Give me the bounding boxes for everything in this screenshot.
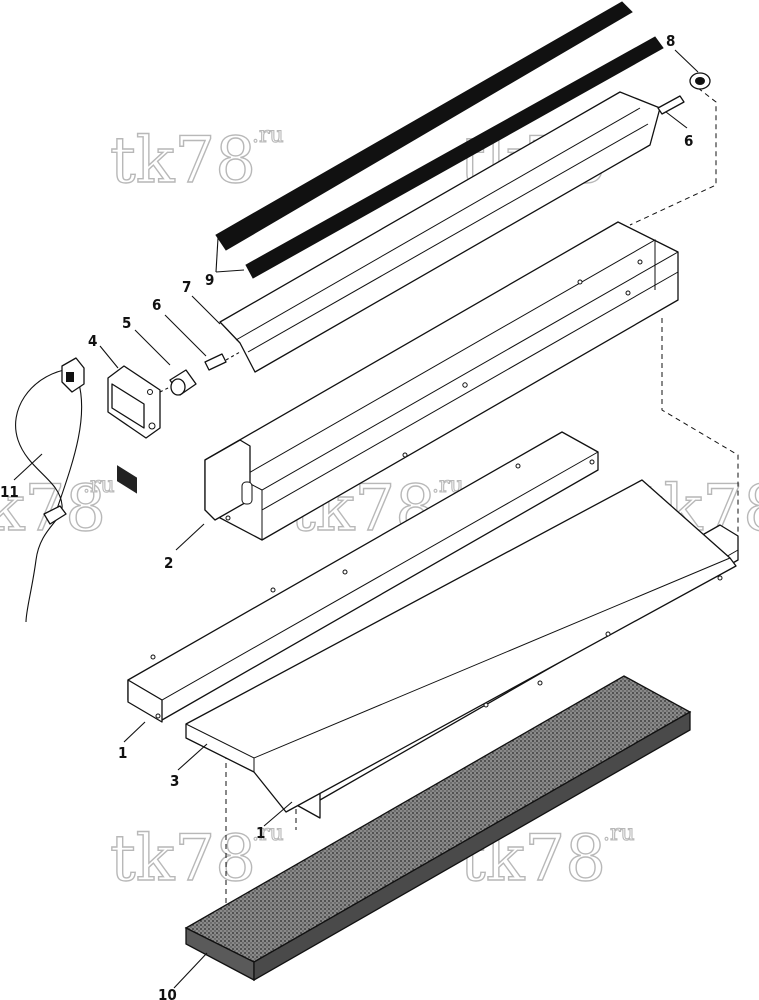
rail-hole: [717, 575, 723, 581]
part-6-pin-right: [657, 95, 685, 115]
cover-plate-fold: [235, 107, 641, 341]
base-plate-hole: [605, 631, 611, 637]
housing-slot: [241, 481, 253, 505]
callout-11: 11: [0, 483, 19, 501]
part-8-bushing: [689, 72, 711, 90]
leader-1-left: [123, 721, 146, 743]
cover-plate-edge: [247, 123, 649, 353]
housing-inner-wall: [239, 239, 656, 479]
leader-6-right: [665, 111, 688, 129]
leader-9a: [215, 237, 219, 273]
part-11-wire-harness: [15, 357, 85, 623]
leader-10: [173, 952, 208, 989]
housing-hole: [225, 515, 231, 521]
callout-4: 4: [88, 332, 97, 350]
part-9-seal-strips: [215, 1, 664, 279]
callout-6-right: 6: [684, 132, 693, 150]
housing-hole: [625, 290, 631, 296]
watermark-text: tk78: [110, 822, 256, 896]
leader-1-right: [263, 801, 293, 827]
alignment-line-right: [661, 318, 739, 545]
housing-hole: [402, 452, 408, 458]
pin-right-body: [657, 95, 685, 115]
callout-10: 10: [158, 986, 177, 1000]
ballast-window: [117, 465, 137, 494]
housing-hole: [637, 259, 643, 265]
alignment-line-top: [629, 87, 717, 226]
rail-left-end: [127, 679, 163, 723]
callout-2: 2: [164, 554, 173, 572]
watermark-text: tk78: [110, 124, 256, 198]
part-2-housing: [204, 221, 679, 541]
part-10-filter-pad: [184, 675, 692, 982]
leader-5: [134, 329, 171, 366]
pin-left-body: [204, 353, 227, 371]
pin-left-axis: [225, 351, 241, 361]
watermark-suffix: .ru: [603, 821, 635, 846]
cover-plate-body: [219, 91, 661, 373]
leader-8: [674, 49, 699, 73]
harness-cable-branch: [55, 379, 83, 513]
part-5-socket: [159, 369, 197, 396]
rail-hole: [342, 569, 348, 575]
watermark-suffix: .ru: [252, 123, 284, 148]
leader-lines: [13, 49, 699, 989]
leader-2: [175, 523, 205, 551]
callout-7: 7: [182, 278, 191, 296]
leader-7: [191, 295, 221, 325]
harness-plug-pins: [66, 372, 74, 382]
filter-pad-side: [253, 710, 691, 982]
rail-hole: [155, 713, 161, 719]
part-3-base-plate: [185, 479, 737, 813]
leader-3: [177, 743, 208, 771]
leader-4: [99, 345, 119, 369]
housing-hole: [462, 382, 468, 388]
callout-8: 8: [666, 32, 675, 50]
harness-splice: [43, 505, 67, 525]
socket-axis: [159, 386, 171, 393]
rail-hole: [537, 680, 543, 686]
watermark-suffix: .ru: [252, 821, 284, 846]
seal-strip-upper: [215, 1, 633, 251]
callout-9: 9: [205, 271, 214, 289]
callout-6-left: 6: [152, 296, 161, 314]
bushing-core: [695, 77, 705, 85]
callout-3: 3: [170, 772, 179, 790]
leader-11: [13, 453, 43, 481]
rail-hole: [270, 587, 276, 593]
leader-6-left: [164, 314, 207, 357]
rail-hole: [515, 463, 521, 469]
callout-1-left: 1: [118, 744, 127, 762]
watermark-text: tk78: [0, 472, 106, 546]
housing-hole: [577, 279, 583, 285]
part-4-ballast: [107, 365, 161, 494]
part-6-pin-left: [204, 351, 241, 371]
seal-strip-lower: [245, 36, 664, 279]
housing-rib: [261, 271, 679, 511]
leader-9b: [215, 269, 245, 273]
callout-layer: 8 6 9 7 6 5 4 11 2 1 3 1 10: [0, 32, 693, 1000]
watermark-suffix: .ru: [83, 473, 115, 498]
callout-1-right: 1: [256, 824, 265, 842]
rail-hole: [589, 459, 595, 465]
socket-end: [170, 378, 186, 396]
ballast-screw: [147, 389, 153, 395]
ballast-screw: [148, 422, 156, 430]
callout-5: 5: [122, 314, 131, 332]
ballast-face: [111, 383, 145, 429]
rail-hole: [150, 654, 156, 660]
part-7-cover-plate: [219, 91, 661, 373]
